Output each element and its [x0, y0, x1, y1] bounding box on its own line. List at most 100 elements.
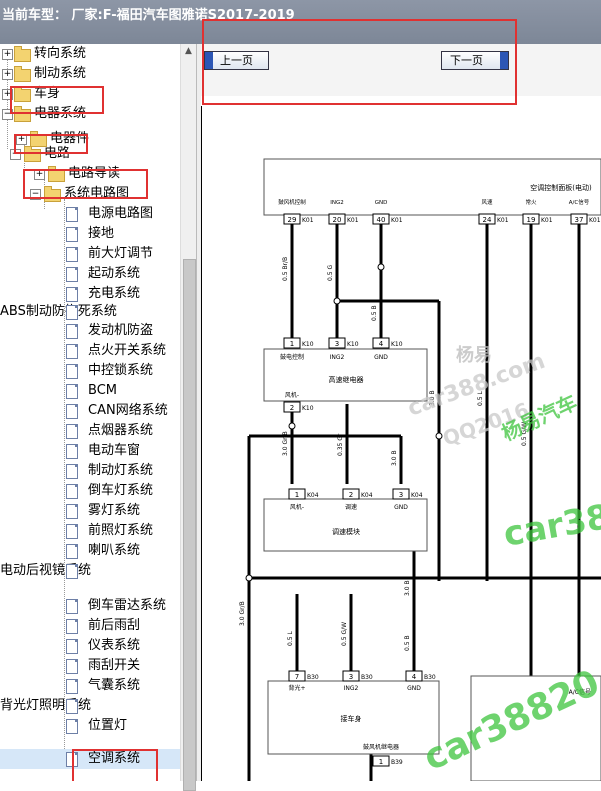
arrow-right-icon: [500, 52, 508, 69]
expand-icon[interactable]: +: [2, 49, 13, 60]
tree-node[interactable]: 空调系统: [0, 749, 180, 769]
tree-node[interactable]: 接地: [0, 224, 180, 244]
panel-title: 空调控制面板(电动): [530, 183, 592, 192]
tree-node[interactable]: 位置灯: [0, 716, 180, 736]
document-icon: [66, 699, 78, 714]
next-page-button[interactable]: 下一页: [441, 51, 509, 70]
tree-guide-line: [7, 54, 8, 149]
pin-box: [392, 488, 410, 500]
pin-signal-label: 鼓风机控制: [278, 198, 306, 206]
pin-signal-label: 背光+: [288, 684, 305, 692]
scroll-up-arrow-icon[interactable]: ▲: [185, 46, 192, 56]
pin-number: 37: [575, 216, 584, 224]
tree-node[interactable]: 气囊系统: [0, 676, 180, 696]
document-icon: [66, 504, 78, 519]
tree-node[interactable]: 仪表系统: [0, 636, 180, 656]
expand-icon[interactable]: +: [2, 69, 13, 80]
navigation-tree[interactable]: +转向系统+制动系统+车身−电器系统+电器件−电路+电路导读−系统电路图电源电路…: [0, 44, 180, 781]
tree-scrollbar[interactable]: ▲: [180, 44, 197, 791]
tree-node[interactable]: BCM: [0, 381, 180, 401]
tree-node-label: 充电系统: [88, 286, 141, 301]
tree-node-label: 制动系统: [34, 66, 87, 81]
tree-node[interactable]: + 制动系统: [0, 64, 180, 84]
connector-label: K01: [347, 217, 359, 224]
pin-number: 19: [527, 216, 536, 224]
expand-icon[interactable]: +: [2, 89, 13, 100]
pin-signal-label: 风机-: [290, 503, 304, 511]
prev-page-label: 上一页: [220, 54, 253, 67]
pin-number: 2: [349, 491, 353, 499]
document-icon: [66, 207, 78, 222]
document-icon: [66, 599, 78, 614]
tree-node-label: 倒车灯系统: [88, 483, 154, 498]
pane-splitter[interactable]: [196, 44, 202, 781]
tree-node[interactable]: 点烟器系统: [0, 421, 180, 441]
tree-node[interactable]: 雾灯系统: [0, 501, 180, 521]
tree-node[interactable]: 喇叭系统: [0, 541, 180, 561]
connector-label: K01: [541, 217, 553, 224]
watermark-text: 杨易: [456, 344, 492, 366]
document-icon: [66, 305, 78, 320]
tree-node[interactable]: 中控锁系统: [0, 361, 180, 381]
pin-signal-label: ING2: [330, 354, 345, 361]
tree-node[interactable]: CAN网络系统: [0, 401, 180, 421]
prev-page-button[interactable]: 上一页: [204, 51, 269, 70]
document-icon: [66, 324, 78, 339]
document-icon: [66, 484, 78, 499]
tree-node[interactable]: 倒车灯系统: [0, 481, 180, 501]
pin-signal-label: 风机-: [285, 391, 299, 399]
tree-node[interactable]: 充电系统: [0, 284, 180, 304]
tree-node-label: 点火开关系统: [88, 343, 167, 358]
connector-label: B30: [424, 674, 436, 681]
tree-node[interactable]: +车身: [0, 84, 180, 104]
highlight-box-system-diagram: [23, 169, 148, 199]
tree-node[interactable]: 电源电路图: [0, 204, 180, 224]
pin-number: 20: [333, 216, 342, 224]
tree-node[interactable]: 发动机防盗: [0, 321, 180, 341]
wire-label: 0.35 Gr: [337, 433, 344, 456]
tree-node[interactable]: 背光灯照明系统: [0, 696, 180, 716]
connector-label: K01: [589, 217, 601, 224]
wire-label: 0.5 G/W: [521, 422, 528, 446]
tree-node[interactable]: 点火开关系统: [0, 341, 180, 361]
collapse-icon[interactable]: −: [30, 189, 41, 200]
scrollbar-thumb[interactable]: [183, 259, 196, 791]
connector-label: K10: [391, 341, 403, 348]
tree-node[interactable]: ABS制动防抱死系统: [0, 302, 180, 322]
tree-node-label: 雾灯系统: [88, 503, 141, 518]
tree-node[interactable]: + 转向系统: [0, 44, 180, 64]
document-icon: [66, 287, 78, 302]
connector-label: B30: [361, 674, 373, 681]
page-nav-bar: 上一页 下一页: [201, 19, 601, 105]
tree-node[interactable]: 电动后视镜系统: [0, 561, 180, 581]
tree-node[interactable]: 电动车窗: [0, 441, 180, 461]
connector-label: K04: [307, 492, 319, 499]
tree-node[interactable]: 前照灯系统: [0, 521, 180, 541]
connector-label: K04: [361, 492, 373, 499]
tree-node-label: BCM: [88, 383, 117, 398]
pin-box: [288, 670, 306, 682]
tree-node[interactable]: 雨刮开关: [0, 656, 180, 676]
tree-node-label: 气囊系统: [88, 678, 141, 693]
tree-node-label: 电动车窗: [88, 443, 141, 458]
pin-signal-label: 风速: [481, 199, 493, 206]
document-icon: [66, 639, 78, 654]
tree-node[interactable]: 前后雨刮: [0, 616, 180, 636]
tree-node[interactable]: 起动系统: [0, 264, 180, 284]
pin-box: [372, 755, 390, 767]
folder-icon: [14, 66, 31, 82]
tree-node-label: 中控锁系统: [88, 363, 154, 378]
wire-label: 0.5 G: [327, 265, 334, 281]
tree-node[interactable]: 前大灯调节: [0, 244, 180, 264]
collapse-icon[interactable]: −: [2, 109, 13, 120]
pin-number: 3: [349, 673, 353, 681]
tree-node[interactable]: 制动灯系统: [0, 461, 180, 481]
document-icon: [66, 247, 78, 262]
tree-node-label: 雨刮开关: [88, 658, 141, 673]
tree-node[interactable]: 倒车雷达系统: [0, 596, 180, 616]
tree-node-label: 转向系统: [34, 46, 87, 61]
document-icon: [66, 524, 78, 539]
pin-box: [342, 488, 360, 500]
